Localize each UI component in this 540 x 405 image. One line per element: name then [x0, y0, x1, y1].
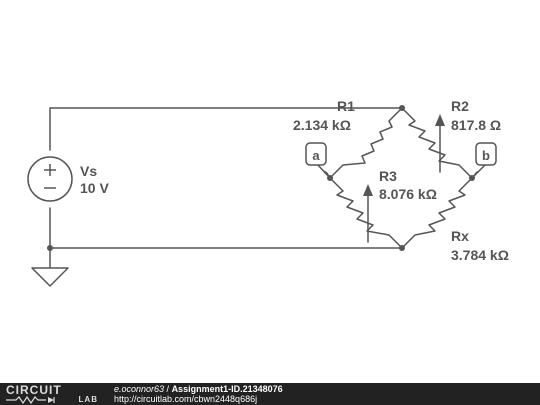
circuitlab-logo[interactable]: CIRCUIT LAB [6, 384, 98, 404]
probe-b-label: b [482, 148, 490, 163]
r3-value: 8.076 kΩ [379, 186, 437, 202]
logo-text-bottom: LAB [78, 395, 98, 404]
probe-a-label: a [312, 148, 320, 163]
top-wire [49, 107, 403, 151]
junction-left [327, 175, 333, 181]
vs-name: Vs [80, 163, 97, 179]
footer-bar: CIRCUIT LAB e.oconnor63 / Assignment1-ID… [0, 383, 540, 405]
bottom-wire [49, 207, 403, 249]
probe-a-box [305, 142, 327, 166]
logo-resistor-line: LAB [6, 395, 98, 404]
footer-info: e.oconnor63 / Assignment1-ID.21348076 ht… [114, 384, 283, 404]
probe-b-box [475, 142, 497, 166]
r3-name: R3 [379, 168, 397, 184]
path-separator: / [164, 384, 172, 394]
circuit-url[interactable]: http://circuitlab.com/cbwn2448q686j [114, 394, 258, 404]
r2-arrow-head [435, 114, 445, 126]
r2-name: R2 [451, 98, 469, 114]
r3-resistor [329, 177, 403, 249]
r1-name: R1 [337, 98, 355, 114]
author-link[interactable]: e.oconnor63 [114, 384, 165, 394]
rx-name: Rx [451, 228, 469, 244]
probe-a-stem [316, 163, 331, 179]
circuit-title[interactable]: Assignment1-ID.21348076 [171, 384, 283, 394]
circuit-schematic: a b Vs 10 V R1 2.134 kΩ R2 817.8 Ω R3 8.… [27, 98, 509, 287]
r3-arrow-head [363, 184, 373, 196]
junction-right [469, 175, 475, 181]
junction-top [399, 105, 405, 111]
junction-bottom [399, 245, 405, 251]
logo-text-top: CIRCUIT [6, 383, 62, 397]
r2-value: 817.8 Ω [451, 117, 501, 133]
rx-resistor [401, 177, 473, 249]
r2-resistor [401, 107, 473, 179]
r1-resistor [329, 107, 403, 179]
voltage-source [27, 156, 73, 202]
rx-value: 3.784 kΩ [451, 247, 509, 263]
vs-value: 10 V [80, 180, 109, 196]
ground-symbol [31, 267, 69, 287]
junction-source-bottom [47, 245, 53, 251]
r1-value: 2.134 kΩ [293, 117, 351, 133]
